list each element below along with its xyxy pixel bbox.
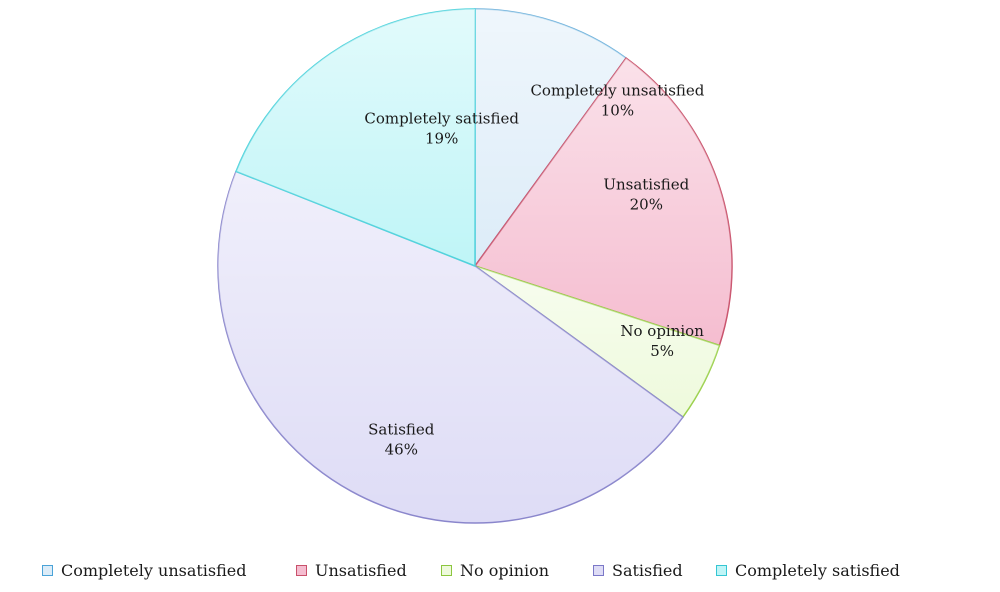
legend-item-completely-unsatisfied: Completely unsatisfied (42, 560, 247, 580)
legend-label: Completely satisfied (735, 560, 900, 580)
slice-percent-label: 10% (601, 102, 634, 120)
legend-swatch-unsatisfied (296, 564, 307, 576)
slice-name-label: Unsatisfied (603, 176, 689, 194)
pie-slices (217, 8, 733, 524)
legend-swatch-no-opinion (441, 564, 452, 576)
slice-percent-label: 5% (650, 342, 674, 360)
slice-name-label: Satisfied (368, 421, 435, 439)
pie-slice-labels: Completely unsatisfied 10% Unsatisfied 20% N… (364, 82, 704, 459)
slice-name-label: Completely unsatisfied (530, 82, 704, 100)
slice-percent-label: 19% (425, 130, 458, 148)
pie-slice-shading (475, 9, 627, 266)
slice-name-label: No opinion (620, 322, 704, 340)
legend-label: Unsatisfied (315, 560, 407, 580)
legend-label: No opinion (460, 560, 550, 580)
pie-slice-shading (218, 171, 683, 524)
legend-item-satisfied: Satisfied (593, 560, 683, 580)
slice-percent-label: 20% (630, 196, 663, 214)
legend-item-unsatisfied: Unsatisfied (296, 560, 407, 580)
pie-slice-shading (475, 58, 732, 346)
legend-item-no-opinion: No opinion (441, 560, 549, 580)
legend: Completely unsatisfied Unsatisfied No op… (0, 560, 1000, 582)
legend-swatch-completely-satisfied (716, 564, 727, 576)
legend-swatch-completely-unsatisfied (42, 564, 53, 576)
legend-item-completely-satisfied: Completely satisfied (716, 560, 900, 580)
pie-plot-area: Completely unsatisfied 10% Unsatisfied 20% N… (217, 8, 733, 524)
slice-percent-label: 46% (385, 441, 418, 459)
legend-swatch-satisfied (593, 564, 604, 576)
pie-slice-shading (236, 9, 475, 266)
legend-label: Completely unsatisfied (61, 560, 247, 580)
slice-name-label: Completely satisfied (364, 110, 519, 128)
legend-label: Satisfied (612, 560, 683, 580)
pie-slice-shading (475, 266, 720, 418)
